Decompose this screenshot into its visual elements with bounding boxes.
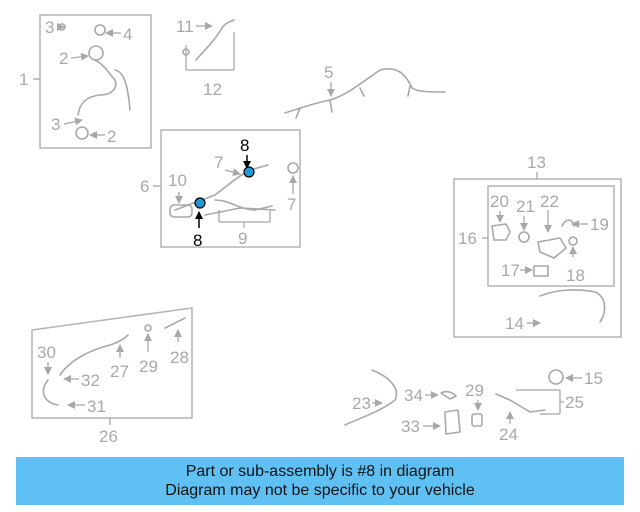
callout-12[interactable]: 12	[203, 80, 222, 99]
callout-18[interactable]: 18	[566, 266, 585, 285]
callout-7a[interactable]: 7	[214, 153, 223, 172]
callout-16[interactable]: 16	[458, 229, 477, 248]
banner-line-2: Diagram may not be specific to your vehi…	[165, 482, 475, 499]
callout-19[interactable]: 19	[590, 215, 609, 234]
info-banner: Part or sub-assembly is #8 in diagram Di…	[16, 457, 624, 505]
part-8-highlight-b[interactable]	[194, 197, 206, 209]
callout-26[interactable]: 26	[99, 427, 118, 446]
callout-34[interactable]: 34	[404, 386, 423, 405]
callout-30[interactable]: 30	[37, 343, 56, 362]
callout-32[interactable]: 32	[81, 371, 100, 390]
callout-6[interactable]: 6	[140, 177, 149, 196]
part-8-highlight-a[interactable]	[243, 166, 255, 178]
group-box-26	[31, 307, 193, 419]
callout-29b[interactable]: 29	[465, 381, 484, 400]
callout-9[interactable]: 9	[238, 229, 247, 248]
banner-line-1: Part or sub-assembly is #8 in diagram	[185, 463, 455, 480]
callout-4[interactable]: 4	[123, 25, 132, 44]
callout-8-top[interactable]: 8	[240, 136, 249, 155]
group-box-13	[453, 178, 622, 338]
group-box-6	[160, 129, 301, 248]
callout-23[interactable]: 23	[352, 394, 371, 413]
callout-13[interactable]: 13	[527, 153, 546, 172]
callout-11[interactable]: 11	[176, 17, 194, 36]
callout-2a[interactable]: 2	[59, 49, 68, 68]
callout-7b[interactable]: 7	[287, 195, 296, 214]
callout-20[interactable]: 20	[490, 192, 509, 211]
callout-31[interactable]: 31	[87, 397, 106, 416]
callout-15[interactable]: 15	[584, 369, 603, 388]
callout-5[interactable]: 5	[324, 63, 333, 82]
callout-1[interactable]: 1	[19, 70, 28, 89]
callout-14[interactable]: 14	[505, 314, 524, 333]
callout-21[interactable]: 21	[516, 197, 535, 216]
callout-3b[interactable]: 3	[51, 115, 60, 134]
callout-10[interactable]: 10	[168, 171, 187, 190]
callout-28[interactable]: 28	[170, 348, 189, 367]
callout-17[interactable]: 17	[501, 261, 520, 280]
callout-22[interactable]: 22	[540, 192, 559, 211]
callout-25[interactable]: 25	[565, 393, 584, 412]
callout-29a[interactable]: 29	[139, 357, 158, 376]
callout-8-bottom[interactable]: 8	[193, 231, 202, 250]
callout-33[interactable]: 33	[401, 417, 420, 436]
group-box-16	[487, 185, 615, 287]
callout-3a[interactable]: 3	[45, 18, 54, 37]
group-box-1	[39, 14, 152, 149]
callout-24[interactable]: 24	[499, 425, 518, 444]
callout-27[interactable]: 27	[110, 362, 129, 381]
callout-2b[interactable]: 2	[107, 127, 116, 146]
